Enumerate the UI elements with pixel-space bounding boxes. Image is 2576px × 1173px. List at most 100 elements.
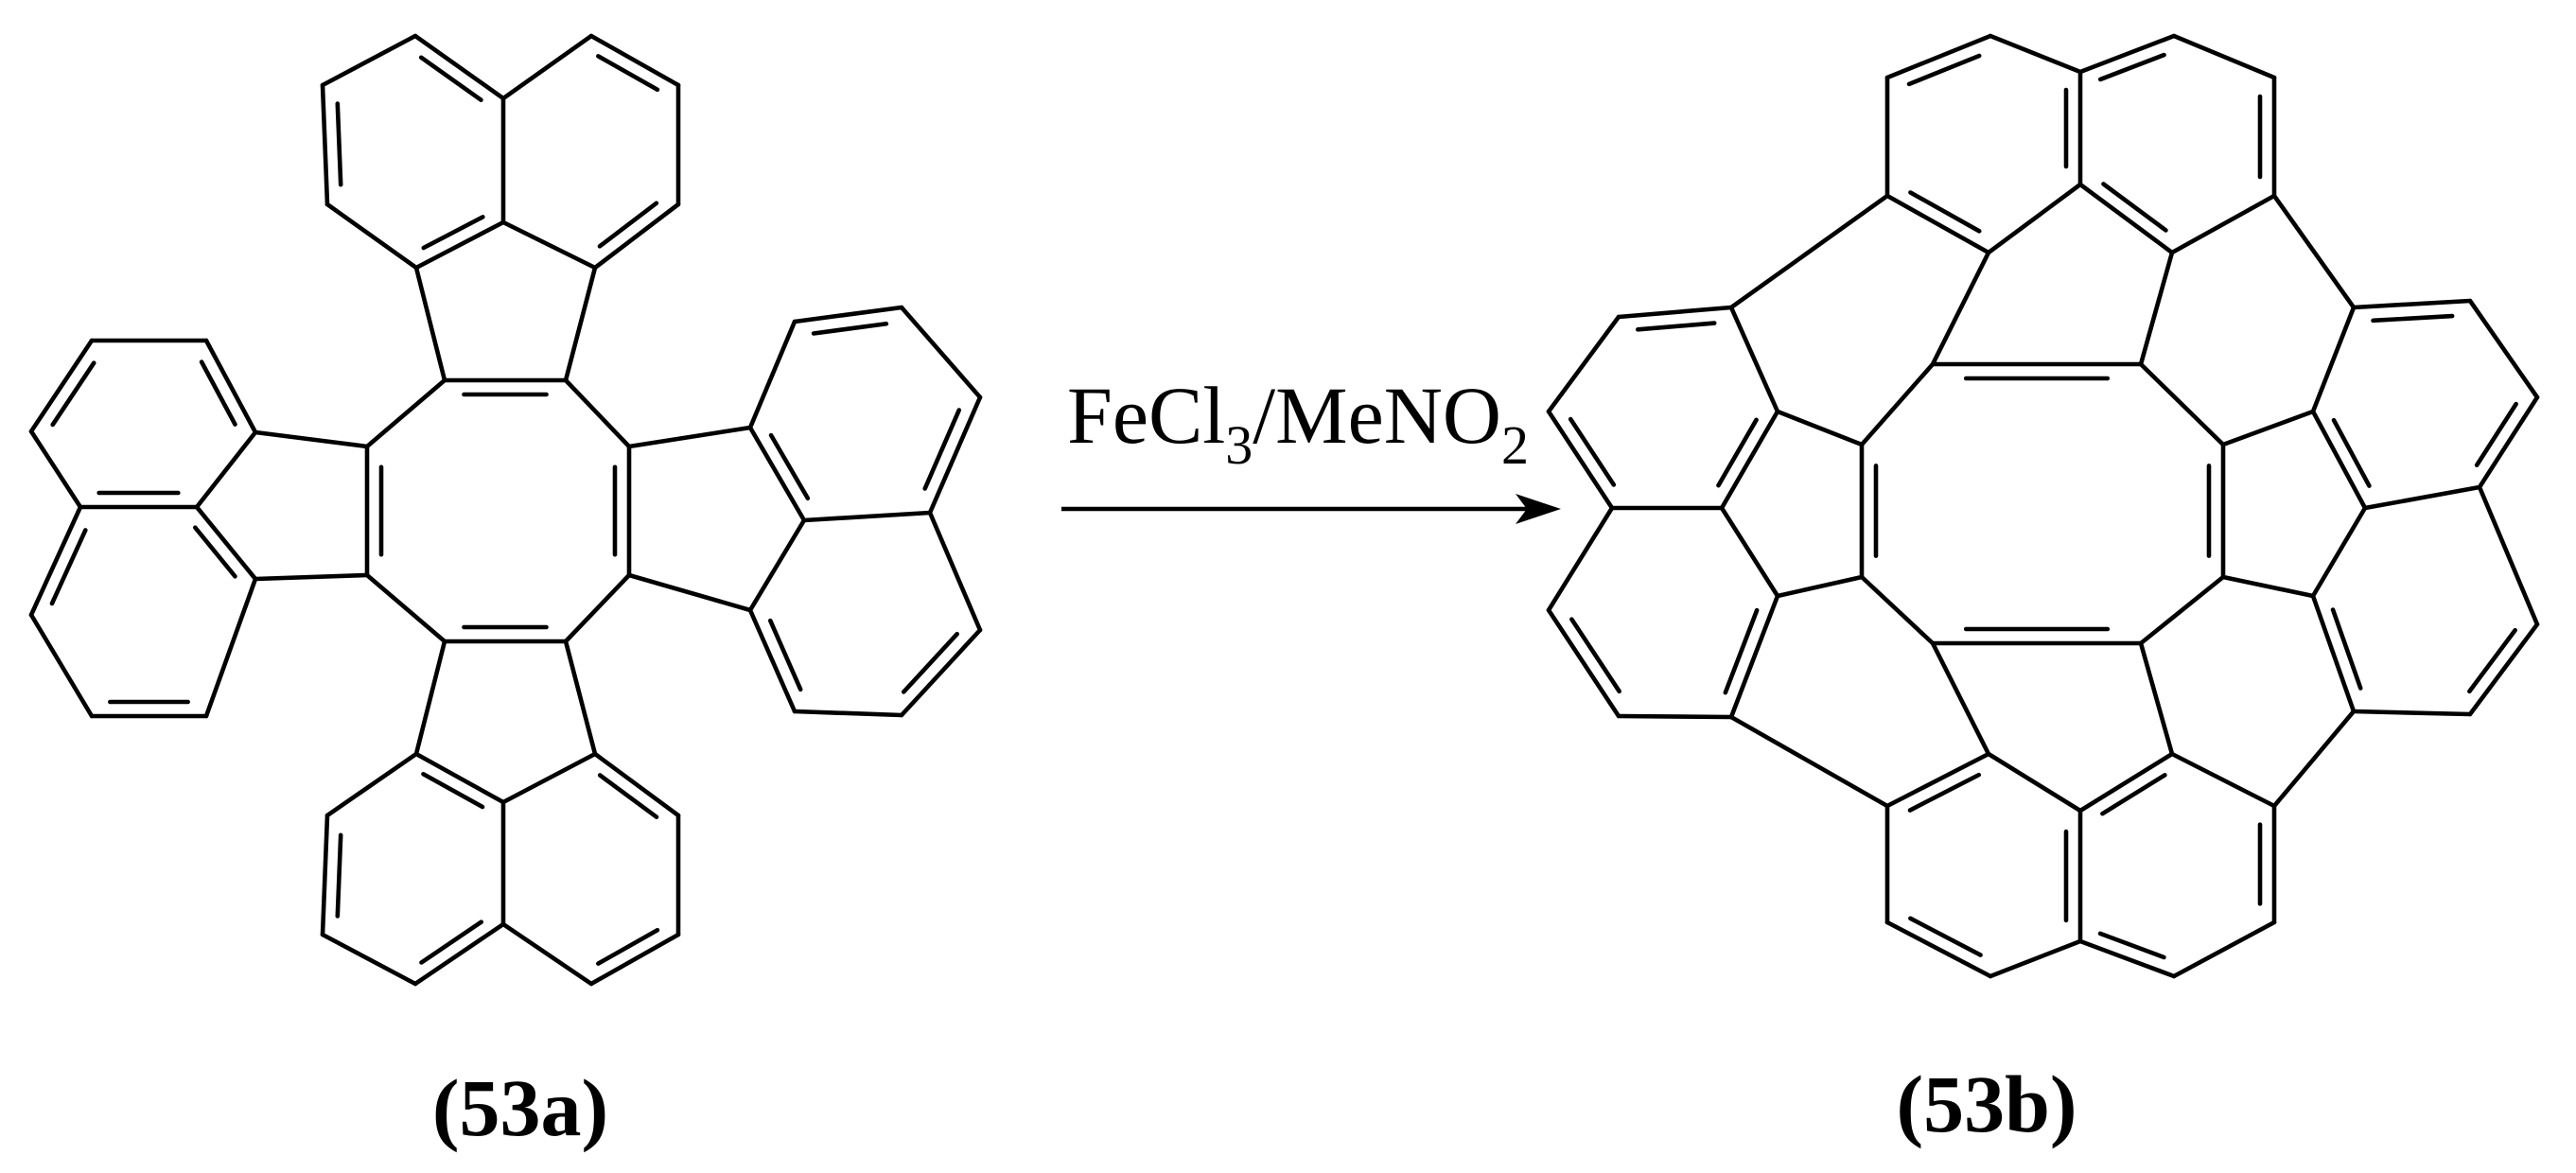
reactant-double-bond-line <box>419 919 484 965</box>
reactant-bond <box>253 572 370 582</box>
product-bond <box>2077 182 2175 255</box>
product-double-bond-line <box>2371 313 2455 324</box>
reactant-bond <box>563 572 632 644</box>
reactant-double-bond-line <box>596 54 660 93</box>
product-bond <box>1884 919 1993 979</box>
product-double-bond-line <box>1906 53 1982 87</box>
reactant-bond <box>747 607 797 714</box>
reactant-bond <box>364 572 447 644</box>
reagent-subscript-1: 3 <box>1225 414 1253 476</box>
reagent-base: FeCl <box>1067 370 1225 461</box>
product-bond <box>2171 919 2277 979</box>
product-double-bond-line <box>2097 52 2166 82</box>
reactant-double-bond-line <box>922 408 962 491</box>
reactant-bond <box>324 751 419 818</box>
product-bond <box>2467 622 2540 717</box>
reactant-bond <box>801 510 933 523</box>
reactant-bond <box>747 425 807 523</box>
reactant-double-bond-line <box>767 618 803 692</box>
reactant-double-bond-line <box>768 432 811 501</box>
product-bond <box>2310 505 2368 599</box>
reactant-bond <box>320 33 418 88</box>
reactant-double-bond-line <box>597 773 659 819</box>
product-double-bond-line <box>2474 401 2518 467</box>
reactant-bond <box>500 751 598 805</box>
reactant-bond <box>899 627 983 718</box>
reactant-double-bond-line <box>421 215 485 251</box>
product-bond <box>1884 751 1991 809</box>
reactant-bond <box>626 425 753 449</box>
product-bond <box>2138 640 2175 757</box>
arrow-head <box>1516 494 1561 524</box>
product-bond <box>2171 33 2277 80</box>
product-bond <box>1616 305 1734 320</box>
reactant-bond <box>563 265 598 383</box>
product-bond <box>2077 938 2177 979</box>
reactant-bond <box>500 219 598 271</box>
product-bond <box>1728 193 1890 310</box>
reactant-bond <box>500 33 594 101</box>
product-bond <box>1988 938 2083 979</box>
reactant-bond <box>588 33 681 88</box>
reactant-bond <box>747 517 807 613</box>
reactant-bond <box>747 319 797 430</box>
reactant-bond <box>364 377 447 449</box>
reactant-double-bond-line <box>50 360 96 428</box>
reactant-bond <box>792 709 904 718</box>
product-bond <box>1546 505 1615 613</box>
product-bond <box>1859 361 1936 447</box>
product-bond <box>1728 714 1890 809</box>
product-bond <box>2351 298 2473 310</box>
product-bond <box>2077 751 2175 814</box>
reactant-bond <box>194 504 258 582</box>
product-double-bond-line <box>1716 417 1759 488</box>
product-bond <box>2138 361 2226 447</box>
product-bond <box>1546 314 1621 414</box>
product-double-bond-line <box>2097 931 2166 960</box>
product-bond <box>1719 409 1780 511</box>
reaction-arrow <box>1061 494 1561 524</box>
product-bond <box>2310 305 2357 414</box>
reactant-double-bond-line <box>901 631 959 694</box>
product-bond <box>2271 193 2357 310</box>
reactant-bond <box>320 932 418 987</box>
product-double-bond-line <box>1907 772 1982 813</box>
product-bond <box>2169 193 2277 255</box>
reactant-bond <box>413 639 447 757</box>
product-double-bond-line <box>1569 617 1621 694</box>
reactant-bond <box>413 219 506 271</box>
product-bond <box>1859 574 1936 646</box>
reactant-bond <box>28 338 95 434</box>
product-double-bond-line <box>1908 916 1983 957</box>
reactant-double-bond-line <box>199 359 237 427</box>
reactant-structure-53a <box>28 33 983 987</box>
reactant-bond <box>563 377 632 449</box>
reactant-bond <box>203 338 258 435</box>
reactant-bond <box>412 921 506 987</box>
reactant-bond <box>588 932 681 987</box>
product-bond <box>2362 484 2482 511</box>
reactant-bond <box>927 510 983 633</box>
reactant-bond <box>413 751 506 805</box>
reactant-bond <box>203 576 258 719</box>
product-bond <box>1728 305 1780 414</box>
product-bond <box>1728 593 1780 720</box>
reactant-bond <box>927 394 983 516</box>
reactant-double-bond-line <box>49 528 88 606</box>
reactant-double-bond-line <box>597 201 659 249</box>
reagent-label: FeCl3/MeNO2 <box>1067 370 1529 476</box>
product-bond <box>1775 409 1865 447</box>
product-bond <box>2077 33 2177 75</box>
product-bond <box>1719 505 1780 599</box>
reactant-bond <box>320 82 330 207</box>
product-bond <box>1546 607 1621 719</box>
product-double-bond-line <box>1908 190 1982 234</box>
product-bond <box>2477 484 2540 627</box>
product-bond <box>2138 574 2226 646</box>
reactant-bond <box>324 201 419 271</box>
product-bond <box>1546 409 1615 511</box>
reactant-bond <box>253 429 370 449</box>
reactant-bond <box>194 429 258 510</box>
reagent-middle: /MeNO <box>1253 370 1501 461</box>
